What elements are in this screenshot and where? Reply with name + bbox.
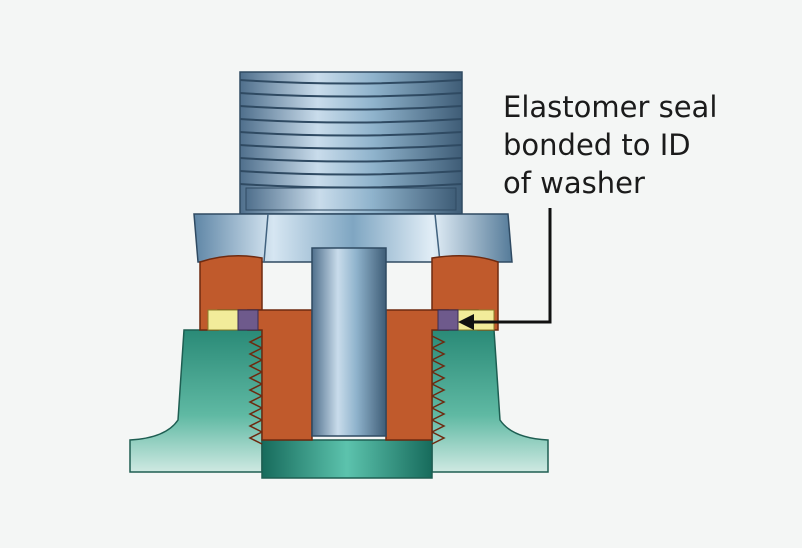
annotation-line-3: of washer bbox=[503, 166, 645, 200]
annotation-line-1: Elastomer seal bbox=[503, 90, 718, 124]
center-tube bbox=[311, 247, 387, 437]
elastomer-seal-right bbox=[437, 309, 459, 331]
leader-line bbox=[458, 208, 552, 330]
port-boss bbox=[129, 329, 549, 479]
sealing-washer bbox=[207, 309, 495, 331]
threaded-fitting bbox=[239, 71, 463, 215]
hex-nut bbox=[193, 213, 513, 263]
seal-annotation: Elastomer seal bonded to ID of washer bbox=[503, 88, 763, 202]
annotation-line-2: bonded to ID bbox=[503, 128, 691, 162]
elastomer-seal-left bbox=[237, 309, 259, 331]
